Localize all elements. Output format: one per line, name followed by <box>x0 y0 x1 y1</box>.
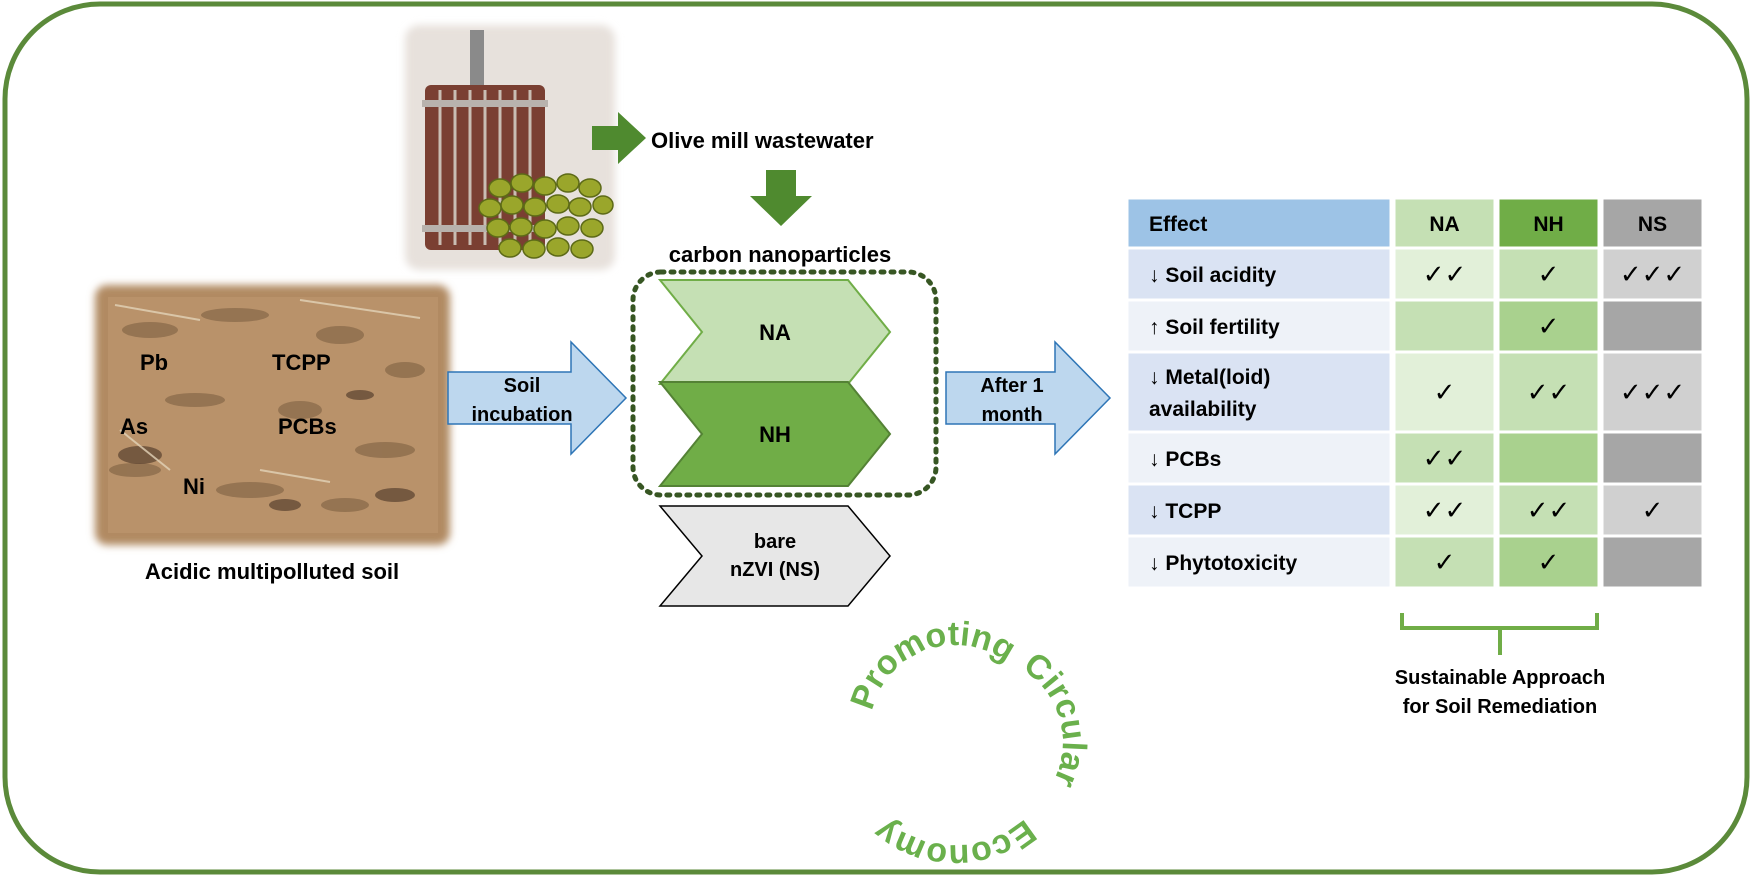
table-header-cell <box>1600 196 1705 250</box>
soil-caption: Acidic multipolluted soil <box>145 559 399 584</box>
table-header-effect: Effect <box>1149 213 1207 236</box>
table-cell <box>1392 350 1497 434</box>
pollutant-tcpp: TCPP <box>272 350 331 375</box>
check-nh: ✓ <box>1538 311 1560 341</box>
table-cell <box>1125 534 1393 590</box>
pollutant-ni: Ni <box>183 474 205 499</box>
table-header-nh: NH <box>1533 213 1563 236</box>
table-header-cell <box>1125 196 1393 250</box>
check-nh: ✓ <box>1538 259 1560 289</box>
pollutant-as: As <box>120 414 148 439</box>
nzvi-ns-label: nZVI (NS) <box>730 559 820 581</box>
effect-label: ↑ Soil fertility <box>1149 316 1280 339</box>
table-cell <box>1600 298 1705 354</box>
check-nh: ✓✓ <box>1527 377 1571 407</box>
table-cell <box>1392 246 1497 302</box>
table-cell <box>1392 482 1497 538</box>
check-nh: ✓ <box>1538 547 1560 577</box>
ns-chevron <box>658 505 891 607</box>
check-nh: ✓✓ <box>1527 495 1571 525</box>
table-header-cell <box>1392 196 1497 250</box>
after-one-month-arrow <box>945 340 1112 456</box>
check-ns: ✓ <box>1642 495 1664 525</box>
table-cell <box>1496 534 1601 590</box>
after-label-line1: After 1 <box>980 375 1043 397</box>
effect-label: ↓ TCPP <box>1149 500 1221 523</box>
table-cell <box>1496 298 1601 354</box>
check-na: ✓ <box>1434 547 1456 577</box>
after-label-line2: month <box>981 404 1042 426</box>
check-ns: ✓✓✓ <box>1620 259 1685 289</box>
nh-label: NH <box>759 422 791 447</box>
table-cell <box>1125 246 1393 302</box>
table-cell <box>1125 350 1393 434</box>
na-label: NA <box>759 320 791 345</box>
table-cell <box>1496 430 1601 486</box>
effect-label: ↓ Soil acidity <box>1149 264 1277 287</box>
arrow-down-icon <box>750 170 812 226</box>
incubation-label-line2: incubation <box>471 404 572 426</box>
table-cell <box>1125 298 1393 354</box>
nanoparticle-group-box <box>630 269 939 498</box>
approach-label-line1: Sustainable Approach <box>1395 667 1605 689</box>
incubation-label-line1: Soil <box>504 375 541 397</box>
table-cell <box>1600 246 1705 302</box>
table-cell <box>1496 482 1601 538</box>
table-cell <box>1600 482 1705 538</box>
check-na: ✓ <box>1434 377 1456 407</box>
effect-label: ↓ PCBs <box>1149 448 1221 471</box>
table-cell <box>1496 246 1601 302</box>
soil-image <box>95 285 450 545</box>
pollutant-pb: Pb <box>140 350 168 375</box>
soil-incubation-arrow <box>447 340 628 456</box>
table-header-ns: NS <box>1638 213 1667 236</box>
check-na: ✓✓ <box>1423 443 1467 473</box>
effect-label: ↓ Phytotoxicity <box>1149 552 1298 575</box>
check-ns: ✓✓✓ <box>1620 377 1685 407</box>
table-cell <box>1392 430 1497 486</box>
table-cell <box>1392 534 1497 590</box>
table-cell <box>1600 534 1705 590</box>
table-cell <box>1496 350 1601 434</box>
table-cell <box>1600 430 1705 486</box>
olive-press-image <box>405 25 615 270</box>
table-cell <box>1392 298 1497 354</box>
carbon-nanoparticles-title: carbon nanoparticles <box>669 242 892 267</box>
approach-label-line2: for Soil Remediation <box>1403 696 1597 718</box>
nh-chevron <box>657 381 892 487</box>
table-cell <box>1125 482 1393 538</box>
pollutant-pcbs: PCBs <box>278 414 337 439</box>
arrow-right-icon <box>592 112 646 164</box>
olive-mill-wastewater-label: Olive mill wastewater <box>651 128 874 153</box>
approach-bracket <box>1400 613 1599 655</box>
check-na: ✓✓ <box>1423 495 1467 525</box>
bare-label: bare <box>754 531 796 553</box>
effect-label-line2: availability <box>1149 398 1257 421</box>
table-header-na: NA <box>1429 213 1459 236</box>
check-na: ✓✓ <box>1423 259 1467 289</box>
effect-label: ↓ Metal(loid) <box>1149 366 1270 389</box>
table-cell <box>1125 430 1393 486</box>
